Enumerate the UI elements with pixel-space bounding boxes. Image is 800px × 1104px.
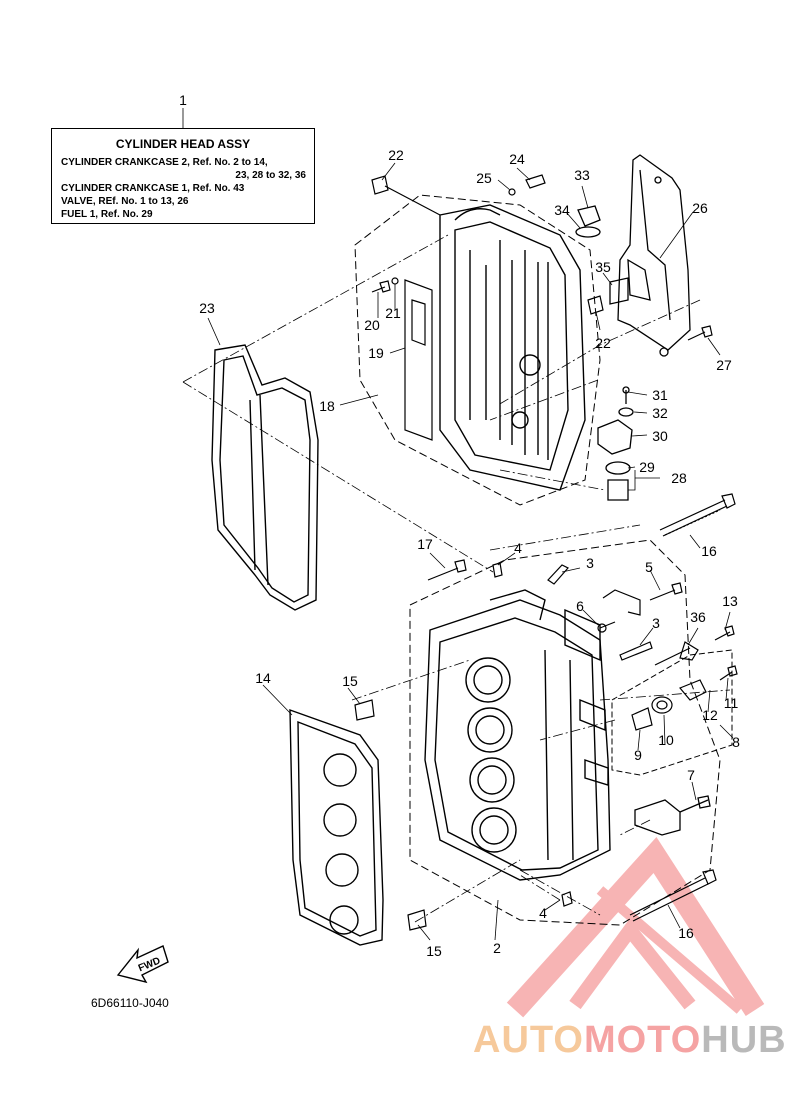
callout-3a: 3	[586, 555, 594, 571]
bolt-16-lower	[629, 869, 717, 922]
callout-22b: 22	[595, 335, 611, 351]
callout-21: 21	[385, 305, 401, 321]
callout-28: 28	[671, 470, 687, 486]
callout-24: 24	[509, 151, 525, 167]
watermark-part3: HUB	[701, 1019, 787, 1061]
plug-33	[575, 205, 629, 305]
gasket-23	[211, 344, 319, 611]
callout-10: 10	[658, 732, 674, 748]
callout-27: 27	[716, 357, 732, 373]
callout-8: 8	[732, 734, 740, 750]
callout-23: 23	[199, 300, 215, 316]
note-line: VALVE, REf. No. 1 to 13, 26	[61, 196, 189, 207]
callout-5: 5	[645, 559, 653, 575]
cylinder-head-cover	[439, 204, 586, 491]
callout-32: 32	[652, 405, 668, 421]
callout-4a: 4	[514, 540, 522, 556]
cylinder-head-block	[424, 589, 611, 881]
head-gasket-14	[289, 708, 384, 946]
callout-6: 6	[576, 598, 584, 614]
watermark-part1: AUTO	[473, 1019, 584, 1061]
fwd-arrow-icon: FWD	[116, 945, 169, 984]
callout-36: 36	[690, 609, 706, 625]
bracket-26	[617, 154, 691, 357]
callout-34: 34	[554, 202, 570, 218]
callout-33: 33	[574, 167, 590, 183]
callout-20: 20	[364, 317, 380, 333]
callout-13: 13	[722, 593, 738, 609]
callout-14: 14	[255, 670, 271, 686]
sensor-30	[597, 386, 634, 501]
callout-18: 18	[319, 398, 335, 414]
cover-outline	[354, 194, 601, 506]
bracket-7	[634, 795, 711, 836]
callout-22a: 22	[388, 147, 404, 163]
leader-lines	[182, 108, 734, 941]
callout-15a: 15	[342, 673, 358, 689]
callout-11: 11	[724, 695, 739, 711]
part-code: 6D66110-J040	[91, 996, 169, 1010]
cover-gasket	[404, 279, 433, 441]
callout-4b: 4	[539, 905, 547, 921]
note-title: CYLINDER HEAD ASSY	[115, 137, 251, 151]
callout-2: 2	[493, 940, 501, 956]
callout-7: 7	[687, 767, 695, 783]
callout-31: 31	[652, 387, 668, 403]
callout-9: 9	[634, 747, 642, 763]
note-line: CYLINDER CRANKCASE 1, Ref. No. 43	[61, 183, 245, 194]
callout-16b: 16	[678, 925, 694, 941]
callout-25: 25	[476, 170, 492, 186]
callout-17: 17	[417, 536, 433, 552]
note-line: 23, 28 to 32, 36	[235, 170, 306, 181]
watermark-logo-icon	[506, 836, 765, 1018]
callout-16a: 16	[701, 543, 717, 559]
callout-19: 19	[368, 345, 384, 361]
assembly-note-box: CYLINDER HEAD ASSY CYLINDER CRANKCASE 2,…	[51, 128, 315, 224]
callout-35: 35	[595, 259, 611, 275]
bolt-16-upper	[659, 493, 736, 537]
callout-12: 12	[702, 707, 718, 723]
callout-3b: 3	[652, 615, 660, 631]
callout-26: 26	[692, 200, 708, 216]
alignment-lines	[182, 234, 731, 923]
callout-1: 1	[179, 92, 187, 108]
watermark-text: AUTOMOTOHUB	[473, 1019, 787, 1062]
callout-labels: 1 22 24 25 33 34 26 35 20 21 22 19 27 18…	[179, 92, 740, 959]
callout-29: 29	[639, 459, 655, 475]
group-8-outline	[611, 649, 733, 776]
note-line: CYLINDER CRANKCASE 2, Ref. No. 2 to 14,	[61, 157, 268, 168]
callout-15b: 15	[426, 943, 442, 959]
callout-30: 30	[652, 428, 668, 444]
watermark-part2: MOTO	[583, 1019, 702, 1061]
note-line: FUEL 1, Ref. No. 29	[61, 209, 153, 220]
